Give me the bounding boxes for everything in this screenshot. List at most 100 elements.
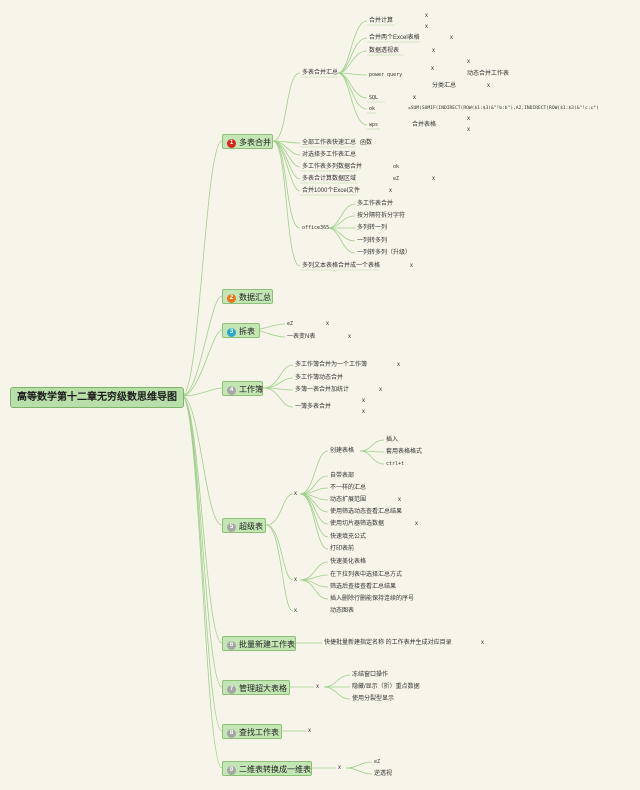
node-create-item[interactable]: 套用表格格式 xyxy=(386,449,423,455)
node-ez[interactable]: eZ xyxy=(374,759,381,765)
node-x: x xyxy=(294,577,297,583)
number-badge: 3 xyxy=(227,328,236,337)
node-workbook-item[interactable]: 一簿多表合并 xyxy=(295,404,332,410)
number-badge: 1 xyxy=(227,139,236,148)
node-x: x xyxy=(410,263,413,269)
node-x: x xyxy=(432,176,435,182)
node-merge-1000-excel[interactable]: 合并1000个Excel文件 xyxy=(302,188,361,194)
node-o365-item[interactable]: 一列转多列 xyxy=(357,238,388,244)
number-badge: 5 xyxy=(227,523,236,532)
node-dynamic-chart[interactable]: 动态图表 xyxy=(330,608,355,614)
branch-label: 数据汇总 xyxy=(239,293,271,302)
node-sql[interactable]: SQL xyxy=(369,95,379,101)
node-super-item[interactable]: 在下拉列表中选择汇总方式 xyxy=(330,572,403,578)
node-merge-two-excel[interactable]: 合并两个Excel表格 xyxy=(369,35,420,41)
node-x: x xyxy=(398,497,401,503)
root-topic[interactable]: 高等数学第十二章无穷级数思维导图 xyxy=(10,387,184,408)
branch-label: 超级表 xyxy=(239,522,263,531)
node-x: x xyxy=(294,491,297,497)
node-super-item[interactable]: 快速美化表格 xyxy=(330,559,367,565)
node-o365-item[interactable]: 多列转一列 xyxy=(357,225,388,231)
node-create-table[interactable]: 创建表格 xyxy=(330,448,355,454)
number-badge: 9 xyxy=(227,766,236,775)
node-power-query[interactable]: power query xyxy=(369,72,403,78)
node-super-item[interactable]: 使用切片器筛选数据 xyxy=(330,521,385,527)
node-x: x xyxy=(432,48,435,54)
node-ok[interactable]: ok xyxy=(393,164,400,170)
branch-label: 管理超大表格 xyxy=(239,684,287,693)
node-x: x xyxy=(467,127,470,133)
node-formula[interactable]: =SUM(SUMIF(INDIRECT(ROW($1:$3)&"!b:b"),A… xyxy=(408,106,599,111)
branch-label: 拆表 xyxy=(239,327,255,336)
node-create-item[interactable]: 插入 xyxy=(386,437,399,443)
node-super-item[interactable]: 打印表前 xyxy=(330,546,355,552)
node-super-item[interactable]: 插入删除行删能保持连续的序号 xyxy=(330,596,415,602)
node-x: x xyxy=(362,398,365,404)
node-x: x xyxy=(450,35,453,41)
node-x: x xyxy=(326,321,329,327)
node-super-item[interactable]: 自带表部 xyxy=(330,473,355,479)
number-badge: 8 xyxy=(227,729,236,738)
node-wps[interactable]: wps xyxy=(369,122,379,128)
node-super-item[interactable]: 快速填充公式 xyxy=(330,534,367,540)
node-one-to-n[interactable]: 一表变N表 xyxy=(287,334,316,340)
node-x: x xyxy=(467,59,470,65)
node-ok[interactable]: ok xyxy=(369,106,376,112)
node-super-item[interactable]: 筛选后查接查看汇总结果 xyxy=(330,584,397,590)
node-x: x xyxy=(415,521,418,527)
node-multi-col-merge[interactable]: 多工作表多列数据合并 xyxy=(302,164,363,170)
node-group-sum[interactable]: 分类汇总 xyxy=(432,83,457,89)
node-large-table-item[interactable]: 隐藏/显示（折）重点数据 xyxy=(352,684,420,690)
node-unpivot[interactable]: 逆透视 xyxy=(374,771,393,777)
node-super-item[interactable]: 使用筛选动态查看汇总结果 xyxy=(330,509,403,515)
node-all-sheets-summary[interactable]: 全部工作表快速汇总 xyxy=(302,140,357,146)
node-x: x xyxy=(362,409,365,415)
branch-label: 多表合并 xyxy=(239,138,271,147)
number-badge: 7 xyxy=(227,685,236,694)
node-x: x xyxy=(397,362,400,368)
node-pivot-table[interactable]: 数据透视表 xyxy=(369,48,400,54)
node-function[interactable]: 函数 xyxy=(360,140,373,146)
node-x: x xyxy=(481,640,484,646)
node-merge-sheets[interactable]: 合并表格 xyxy=(412,122,437,128)
node-large-table-item[interactable]: 冻结窗口操作 xyxy=(352,672,389,678)
branch-label: 批量新建工作表 xyxy=(239,640,295,649)
node-dynamic-merge[interactable]: 动态合并工作表 xyxy=(467,71,510,77)
branch-label: 工作簿 xyxy=(239,385,263,394)
node-ez[interactable]: eZ xyxy=(287,321,294,327)
node-office365[interactable]: office365 xyxy=(302,225,330,231)
node-x: x xyxy=(487,83,490,89)
node-workbook-item[interactable]: 多工作簿动态合并 xyxy=(295,375,344,381)
node-x: x xyxy=(379,387,382,393)
node-workbook-item[interactable]: 多工作簿合并为一个工作簿 xyxy=(295,362,368,368)
node-o365-item[interactable]: 按分隔符拆分字符 xyxy=(357,213,406,219)
node-create-item[interactable]: ctrl+t xyxy=(386,461,405,467)
node-x: x xyxy=(431,66,434,72)
branch-label: 二维表转换成一维表 xyxy=(239,765,311,774)
node-o365-item[interactable]: 多工作表合并 xyxy=(357,201,394,207)
node-large-table-item[interactable]: 使用分裂型显示 xyxy=(352,696,395,702)
node-filter-sheets-summary[interactable]: 对选择多工作表汇总 xyxy=(302,152,357,158)
node-batch-create[interactable]: 快捷批量新建指定名称 的工作表并生成对应目录 xyxy=(324,640,452,646)
node-multi-sheet-merge[interactable]: 多表合并汇总 xyxy=(302,70,339,76)
node-workbook-item[interactable]: 多簿一表合并加统计 xyxy=(295,387,350,393)
node-multi-text-merge[interactable]: 多列文本表格合并成一个表格 xyxy=(302,263,381,269)
node-multi-region[interactable]: 多表合计算数据区域 xyxy=(302,176,357,182)
node-o365-item[interactable]: 一列转多列（升级） xyxy=(357,250,412,256)
node-merge-calc[interactable]: 合并计算 xyxy=(369,18,394,24)
node-x: x xyxy=(348,334,351,340)
node-x: x xyxy=(308,728,311,734)
node-super-item[interactable]: 不一样的汇总 xyxy=(330,485,367,491)
node-ez[interactable]: eZ xyxy=(393,176,400,182)
node-super-item[interactable]: 动态扩展范围 xyxy=(330,497,367,503)
